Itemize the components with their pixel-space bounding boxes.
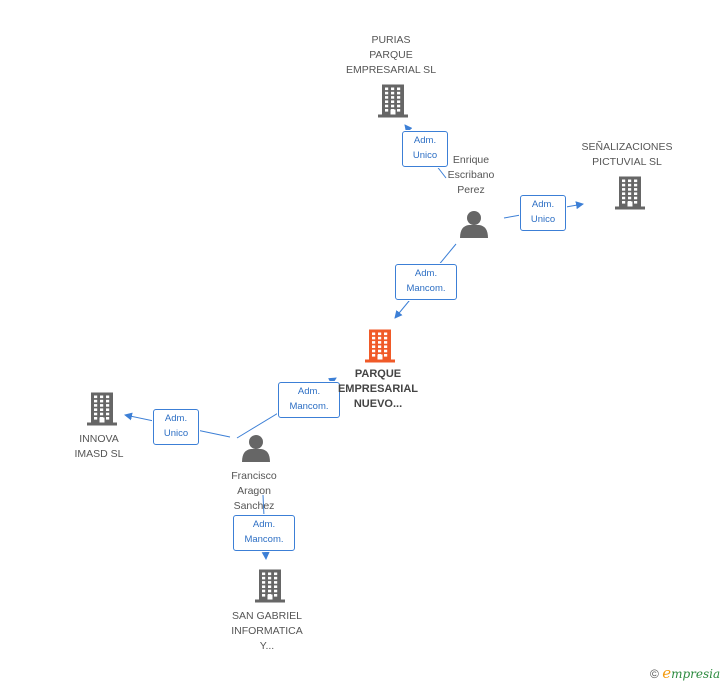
edge-label-enrique-parque[interactable]: Adm. Mancom. <box>395 264 457 300</box>
building-icon-purias[interactable] <box>378 84 408 118</box>
node-label-francisco[interactable]: Francisco Aragon Sanchez <box>231 470 277 512</box>
node-label-parque[interactable]: PARQUE EMPRESARIAL NUEVO... <box>337 368 419 410</box>
building-icon-sangabriel[interactable] <box>255 569 285 603</box>
edge-label-francisco-sangabriel[interactable]: Adm. Mancom. <box>233 515 295 551</box>
brand-name: mpresia <box>671 667 721 681</box>
node-label-sangabriel[interactable]: SAN GABRIEL INFORMATICA Y... <box>231 610 303 652</box>
watermark: © empresia <box>650 664 720 682</box>
edge-label-enrique-purias[interactable]: Adm. Unico <box>402 131 448 167</box>
building-icon-senalizaciones[interactable] <box>615 176 645 210</box>
building-icon-innova[interactable] <box>87 392 117 426</box>
edge-label-francisco-parque[interactable]: Adm. Mancom. <box>278 382 340 418</box>
node-label-innova[interactable]: INNOVA IMASD SL <box>74 433 124 460</box>
person-icon-enrique[interactable] <box>460 211 488 238</box>
node-label-purias[interactable]: PURIAS PARQUE EMPRESARIAL SL <box>345 34 437 76</box>
brand-initial: e <box>662 664 672 682</box>
building-icon-parque[interactable] <box>365 329 395 363</box>
person-icon-francisco[interactable] <box>242 435 270 462</box>
node-label-senalizaciones[interactable]: SEÑALIZACIONES PICTUVIAL SL <box>581 141 673 168</box>
copyright-symbol: © <box>650 667 659 681</box>
edge-label-francisco-innova[interactable]: Adm. Unico <box>153 409 199 445</box>
edge-label-enrique-senalizaciones[interactable]: Adm. Unico <box>520 195 566 231</box>
node-label-enrique[interactable]: Enrique Escribano Perez <box>447 154 495 196</box>
